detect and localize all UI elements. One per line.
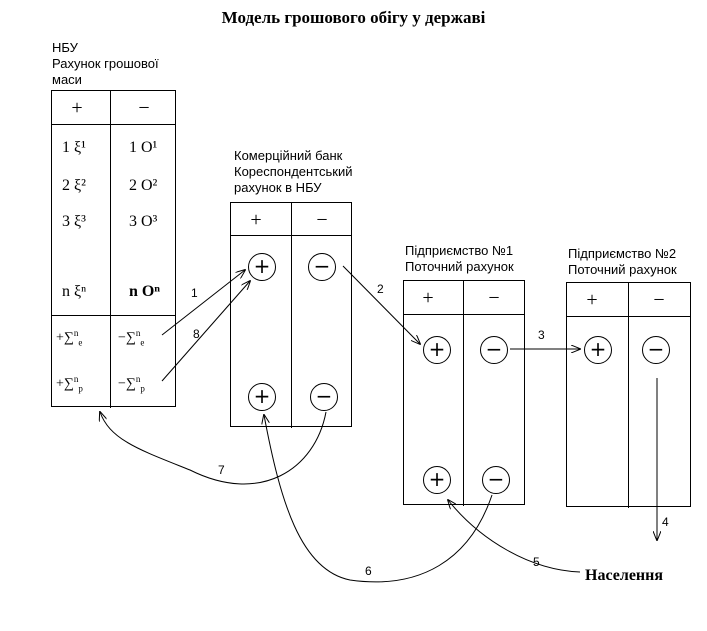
sum-sub: e — [140, 337, 145, 348]
enterprise2-label-line: Підприємство №2 — [568, 246, 677, 261]
nbu-header — [52, 91, 175, 125]
bank-return-plus-circle: + — [248, 383, 276, 411]
nbu-divider — [110, 91, 111, 408]
enterprise1-label-line: Підприємство №1 — [405, 243, 514, 258]
sum-sup: n — [135, 374, 141, 384]
enterprise1-label: Підприємство №1 Поточний рахунок — [405, 243, 514, 275]
nbu-plus-sign: + — [71, 97, 83, 119]
flow-arrow-2 — [342, 265, 420, 344]
enterprise1-divider — [463, 281, 464, 506]
nbu-credit-entry: 3 O³ — [129, 213, 158, 230]
enterprise2-out-minus-circle: − — [642, 336, 670, 364]
enterprise2-minus-sign: − — [653, 289, 665, 311]
bank-out-minus-circle: − — [308, 253, 336, 281]
sum-sub: e — [78, 337, 83, 348]
flow-number-6: 6 — [365, 564, 372, 578]
nbu-label-line: НБУ — [52, 40, 78, 55]
sum-symbol: +∑ — [56, 330, 74, 346]
flow-arrow-5 — [448, 500, 581, 573]
bank-label-line: Кореспондентський — [234, 164, 353, 179]
enterprise1-in-plus-circle: + — [423, 336, 451, 364]
sum-symbol: +∑ — [56, 376, 74, 392]
nbu-debit-entry: n ξⁿ — [62, 283, 87, 300]
nbu-credit-entry: 2 O² — [129, 177, 158, 194]
enterprise2-divider — [628, 283, 629, 508]
nbu-sum-separator — [52, 315, 175, 316]
page-title: Модель грошового обігу у державі — [221, 8, 486, 27]
sum-sub: p — [78, 383, 83, 394]
bank-label-line: Комерційний банк — [234, 148, 343, 163]
nbu-debit-entry: 1 ξ¹ — [62, 139, 86, 156]
nbu-sum-credit-p: −∑np — [118, 374, 145, 393]
flow-arrow-6 — [264, 415, 493, 583]
sum-symbol: −∑ — [118, 330, 136, 346]
nbu-t-account: + − 1 ξ¹ 2 ξ² 3 ξ³ n ξⁿ 1 O¹ 2 O² 3 O³ n… — [51, 90, 176, 408]
enterprise2-label: Підприємство №2 Поточний рахунок — [568, 246, 677, 278]
enterprise2-t-account: + − — [566, 282, 691, 508]
enterprise1-t-account: + − — [403, 280, 525, 506]
flow-number-2: 2 — [377, 282, 384, 296]
nbu-credit-entry: 1 O¹ — [129, 139, 158, 156]
sum-sup: n — [73, 374, 79, 384]
flow-number-7: 7 — [218, 463, 225, 477]
bank-label-line: рахунок в НБУ — [234, 180, 322, 195]
bank-plus-sign: + — [250, 209, 262, 231]
sum-sub: p — [140, 383, 145, 394]
nbu-debit-entry: 2 ξ² — [62, 177, 86, 194]
enterprise1-return-plus-circle: + — [423, 466, 451, 494]
sum-sup: n — [73, 328, 79, 338]
enterprise1-return-minus-circle: − — [482, 466, 510, 494]
enterprise1-out-minus-circle: − — [480, 336, 508, 364]
flow-arrow-7 — [100, 412, 327, 485]
nbu-credit-entry: n Oⁿ — [129, 283, 160, 300]
enterprise2-plus-sign: + — [586, 289, 598, 311]
flow-arrow-8 — [161, 281, 250, 382]
bank-in-plus-circle: + — [248, 253, 276, 281]
flow-number-4: 4 — [662, 515, 669, 529]
bank-divider — [291, 203, 292, 428]
nbu-sum-credit-e: −∑ne — [118, 328, 144, 347]
nbu-sum-debit-e: +∑ne — [56, 328, 82, 347]
flow-number-3: 3 — [538, 328, 545, 342]
nbu-label: НБУ Рахунок грошової маси — [52, 40, 159, 88]
enterprise1-plus-sign: + — [422, 287, 434, 309]
nbu-sum-debit-p: +∑np — [56, 374, 83, 393]
nbu-label-line: маси — [52, 72, 82, 87]
bank-label: Комерційний банк Кореспондентський рахун… — [234, 148, 353, 196]
flow-number-8: 8 — [193, 327, 200, 341]
sum-symbol: −∑ — [118, 376, 136, 392]
enterprise2-label-line: Поточний рахунок — [568, 262, 677, 277]
bank-return-minus-circle: − — [310, 383, 338, 411]
bank-minus-sign: − — [316, 209, 328, 231]
enterprise2-in-plus-circle: + — [584, 336, 612, 364]
flow-number-1: 1 — [191, 286, 198, 300]
enterprise1-label-line: Поточний рахунок — [405, 259, 514, 274]
nbu-label-line: Рахунок грошової — [52, 56, 159, 71]
flow-arrow-1 — [161, 270, 245, 336]
nbu-debit-entry: 3 ξ³ — [62, 213, 86, 230]
nbu-minus-sign: − — [138, 97, 150, 119]
population-label: Населення — [585, 567, 664, 584]
flow-number-5: 5 — [533, 555, 540, 569]
enterprise1-minus-sign: − — [488, 287, 500, 309]
enterprise1-header — [404, 281, 524, 315]
sum-sup: n — [135, 328, 141, 338]
